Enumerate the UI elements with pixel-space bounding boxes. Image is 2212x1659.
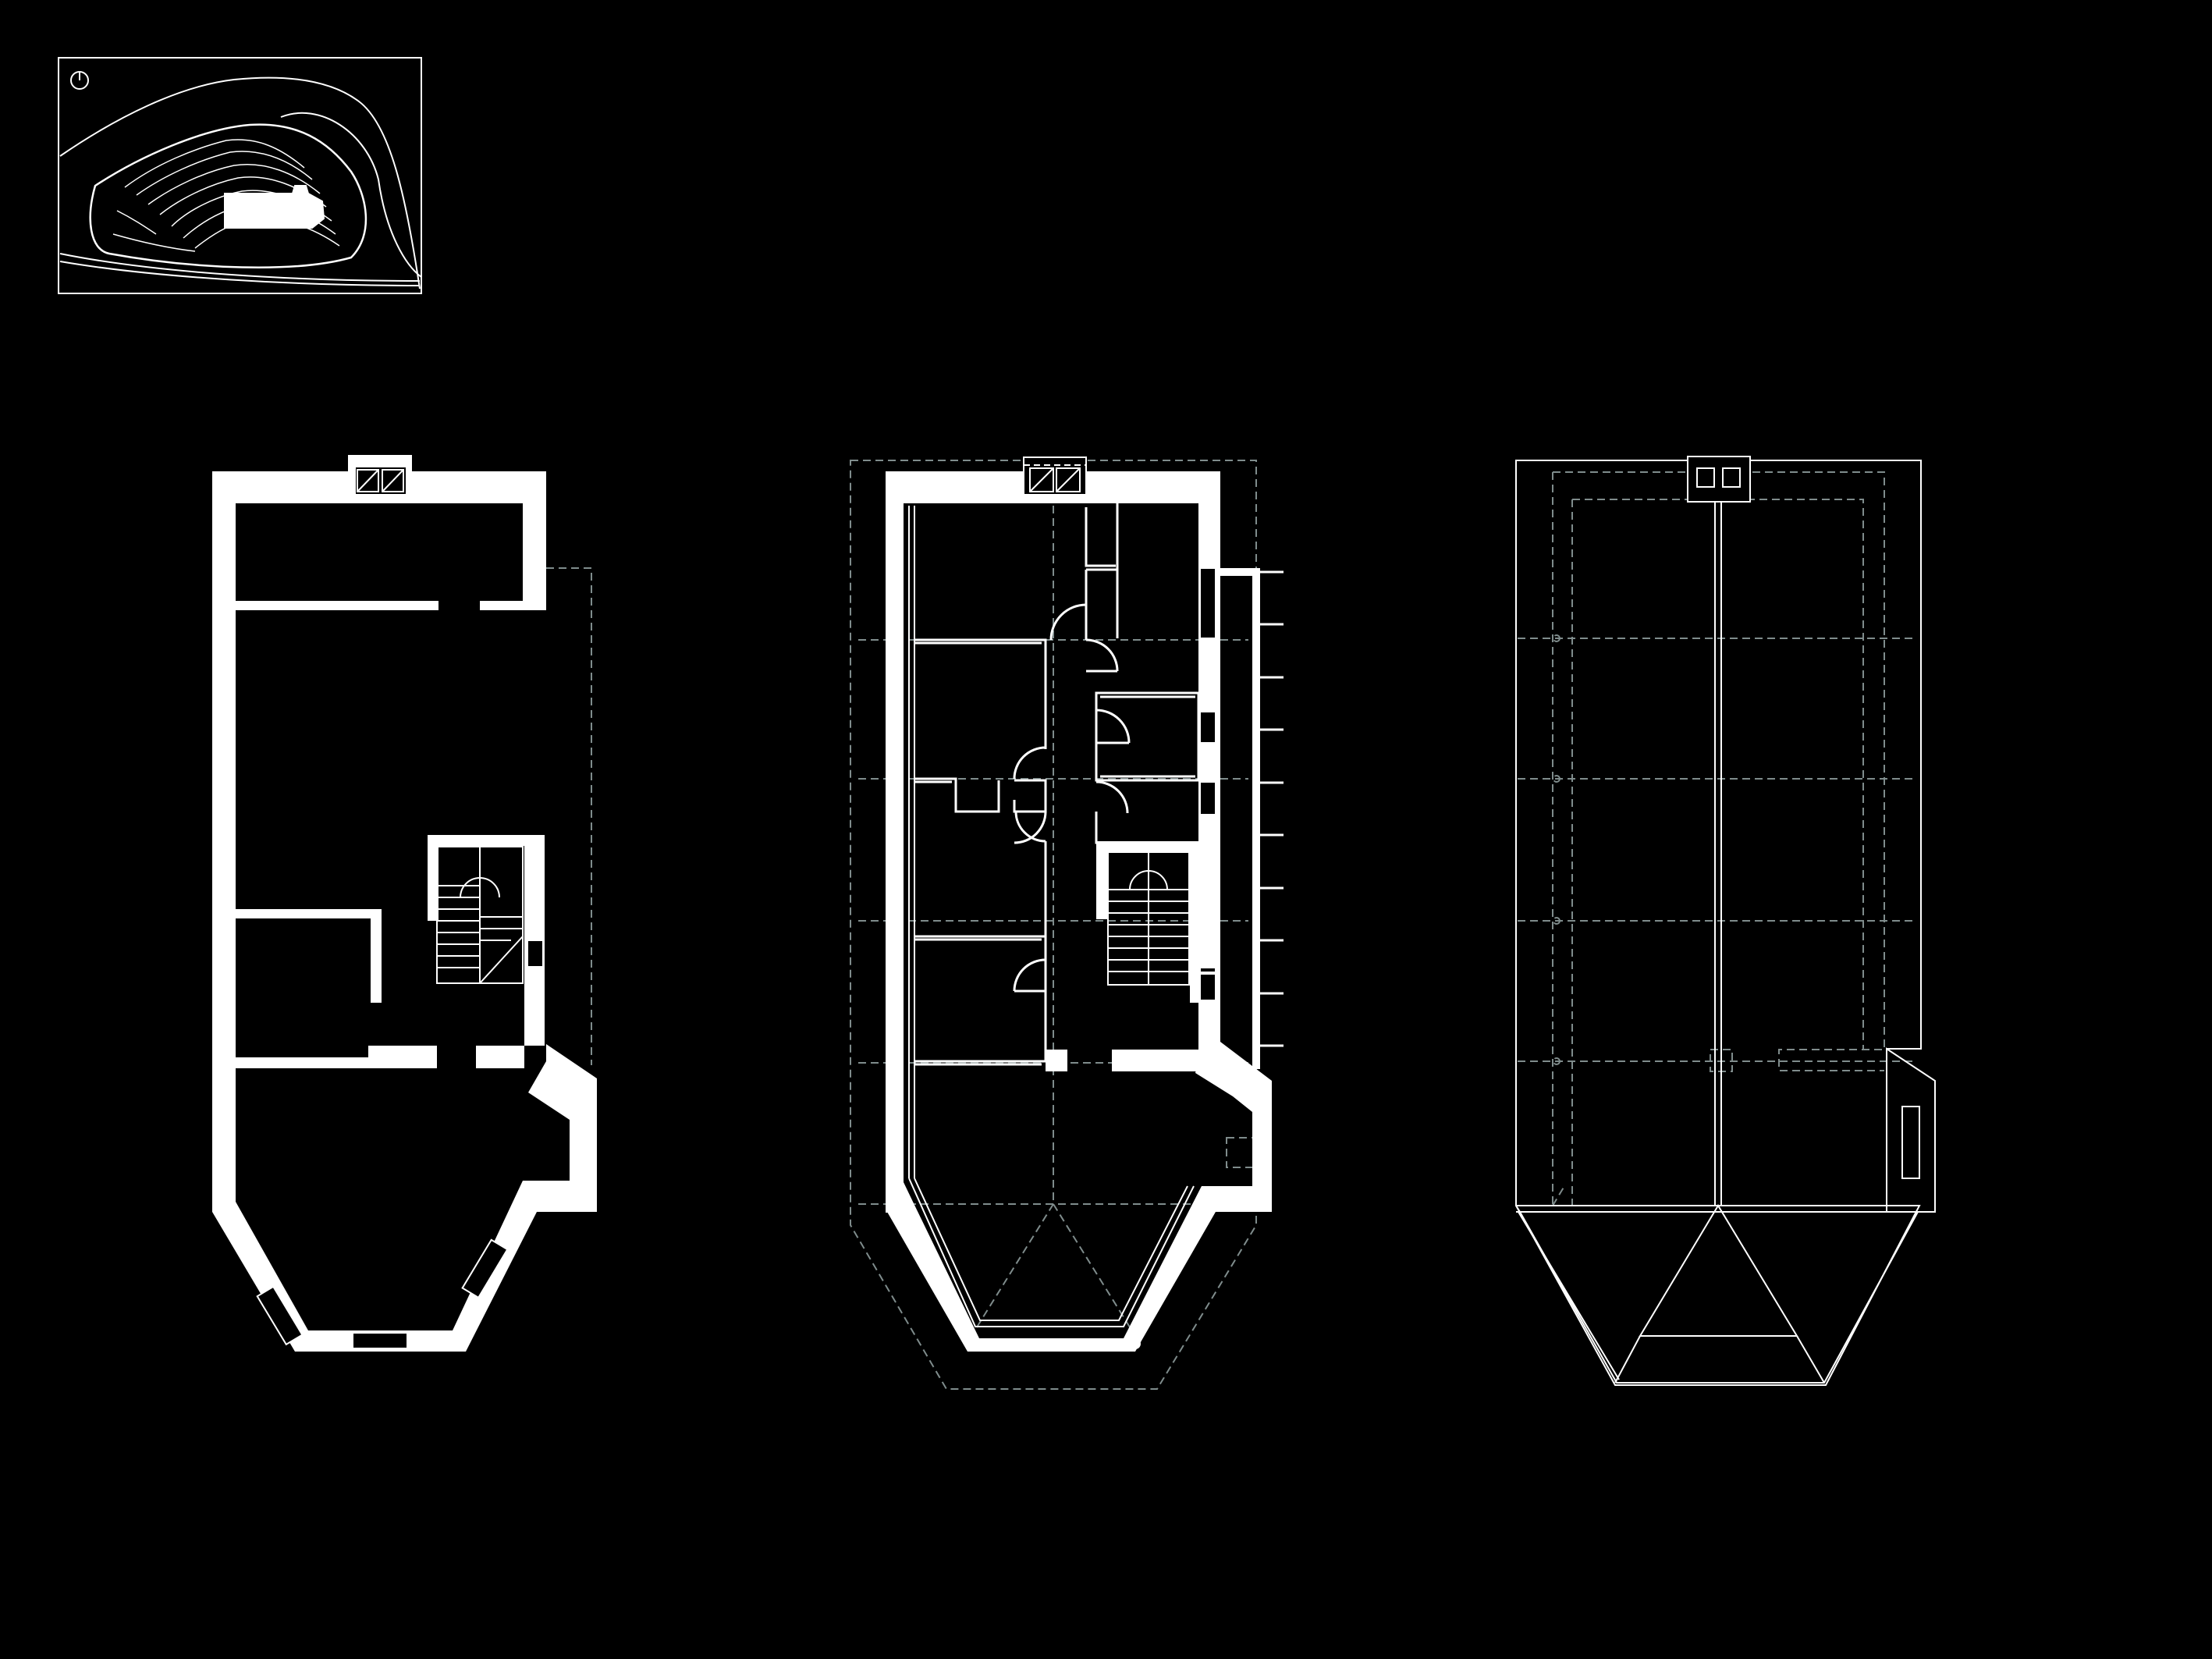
stair-wall: [1096, 841, 1198, 852]
site-plan: [58, 57, 422, 294]
stair-wall: [1096, 841, 1107, 919]
building-footprint: [224, 185, 325, 229]
site-plan-frame: [58, 57, 422, 294]
stair-wall: [524, 835, 545, 1003]
exterior-walls: [212, 455, 597, 1352]
ground-floor-plan: [212, 455, 597, 1352]
staircase-icon: [436, 846, 524, 984]
wall: [523, 471, 546, 610]
stair-wall: [1190, 841, 1201, 997]
road-outline: [59, 76, 421, 290]
stair-wall: [524, 999, 545, 1046]
chimney-icon: [1023, 456, 1087, 496]
road-outline: [59, 261, 421, 286]
hidden-outline: [1518, 471, 1916, 1206]
partition-wall: [236, 909, 380, 918]
balcony-posts: [1260, 570, 1284, 1047]
bay-windows: [256, 940, 544, 1349]
stair-wall: [428, 835, 545, 846]
exterior-walls: [886, 456, 1272, 1352]
partition-wall: [371, 909, 382, 1003]
stair-wall: [428, 835, 438, 921]
wall: [1046, 1050, 1067, 1071]
wall: [886, 471, 904, 1213]
partition-wall: [476, 1046, 524, 1068]
staircase-icon: [1107, 851, 1190, 986]
west-glazing: [908, 506, 1195, 1327]
door-swing-icon: [1013, 603, 1131, 993]
interior-partitions: [914, 503, 1200, 1066]
north-arrow-icon: [70, 71, 89, 90]
roof-outline: [1515, 460, 1936, 1386]
roof-overhang-line: [546, 567, 592, 1065]
road-outline: [280, 112, 422, 278]
road-outline: [59, 253, 421, 282]
wall: [1112, 1050, 1202, 1071]
partition-wall: [480, 601, 546, 610]
partition-wall: [368, 1046, 437, 1068]
partition-wall: [236, 1057, 368, 1068]
chimney-icon: [354, 466, 407, 496]
chimney-icon: [1687, 456, 1751, 503]
site-plot-boundary: [89, 123, 367, 268]
balcony-edge: [1252, 568, 1260, 1069]
window: [1199, 973, 1216, 1001]
upper-floor-plan: [850, 456, 1284, 1390]
roof-plan: [1515, 456, 1936, 1386]
balcony-edge: [1198, 568, 1259, 576]
columns: [890, 633, 1141, 1349]
partition-wall: [236, 601, 438, 610]
